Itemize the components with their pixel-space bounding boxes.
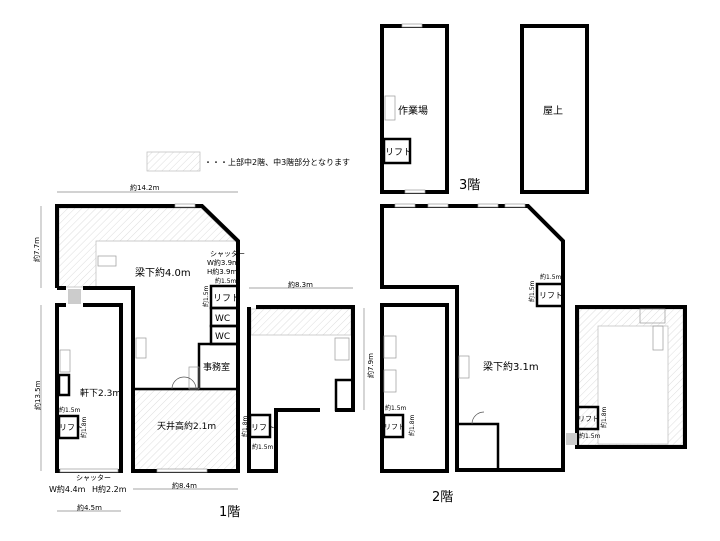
legend-swatch [146, 151, 201, 172]
small-lift-height: 約1.8m [80, 416, 88, 438]
dim-annex-width: 約8.3m [288, 280, 313, 289]
lift-height: 約1.5m [202, 285, 210, 307]
lift-label: リフト [213, 294, 240, 304]
small-lift-width: 約1.5m [59, 406, 81, 414]
annex-lift-height: 約1.8m [241, 415, 249, 437]
shutter-right-title: シャッター [210, 249, 245, 258]
right-room [575, 305, 687, 449]
lift-box [575, 405, 600, 431]
shutter-bottom-width: W約4.4m [49, 484, 86, 494]
beam-height-label: 梁下約3.1m [483, 360, 539, 373]
beam-height-label: 梁下約4.0m [135, 266, 191, 279]
floor-2: リフト 約1.5m 約1.5m 梁下約3.1m 約7.9m リフト 約1.5m … [363, 203, 687, 505]
dim-width-bottom: 約8.4m [172, 481, 197, 490]
right-lift-width: 約1.5m [579, 432, 601, 440]
dim-height: 約7.9m [366, 353, 375, 378]
rooftop [520, 24, 589, 194]
lift-label: リフト [385, 148, 412, 158]
right-lift-label: リフト [578, 415, 599, 423]
lift-box [382, 137, 412, 165]
lift-width: 約1.5m [215, 277, 237, 285]
shutter-bottom-title: シャッター [76, 473, 111, 482]
left-lift-label: リフト [384, 423, 405, 431]
left-room [380, 303, 449, 473]
dim-height-left: 約13.5m [33, 380, 42, 410]
right-lift-height: 約1.8m [600, 406, 608, 428]
rooftop-label: 屋上 [543, 105, 563, 117]
workshop-label: 作業場 [398, 104, 428, 117]
lift-width: 約1.5m [540, 273, 562, 281]
left-lift-width: 約1.5m [385, 404, 407, 412]
shutter-right-width: W約3.9m [207, 258, 239, 267]
floor-3: 作業場 リフト 3階 屋上 [380, 23, 589, 194]
legend: ・・・上部中2階、中3階部分となります [146, 151, 350, 172]
eaves-label: 軒下2.3m [80, 388, 121, 399]
legend-text: ・・・上部中2階、中3階部分となります [204, 157, 350, 167]
wc-1-label: WC [215, 314, 230, 324]
floor-3-label: 3階 [459, 178, 480, 193]
wc-2-label: WC [215, 332, 230, 342]
floor-1-label: 1階 [219, 505, 240, 520]
dim-height-top: 約7.7m [32, 237, 41, 262]
annex-lift-label: リフト [251, 423, 275, 432]
annex-lift-width: 約1.5m [252, 443, 274, 451]
lift-box [57, 414, 80, 440]
office-label: 事務室 [203, 361, 230, 373]
lift-box [535, 282, 565, 308]
small-lift-label: リフト [59, 423, 83, 432]
shutter-bottom-height: H約2.2m [92, 484, 127, 494]
lift-box [382, 413, 405, 439]
lift-height: 約1.5m [528, 280, 536, 302]
ceiling-height-label: 天井高約2.1m [157, 420, 216, 432]
shutter-right-height: H約3.9m [207, 267, 237, 276]
dim-width-bottom-left: 約4.5m [77, 503, 102, 512]
dim-width-top: 約14.2m [130, 183, 160, 192]
left-lift-height: 約1.8m [408, 414, 416, 436]
lift-box [248, 413, 272, 439]
office-room [197, 342, 240, 391]
floor-1: 約14.2m 約7.7m 約13.5m 梁下約4.0m シャッター W約3.9m… [32, 183, 355, 520]
lift-label: リフト [539, 291, 563, 300]
floor-2-label: 2階 [432, 490, 453, 505]
